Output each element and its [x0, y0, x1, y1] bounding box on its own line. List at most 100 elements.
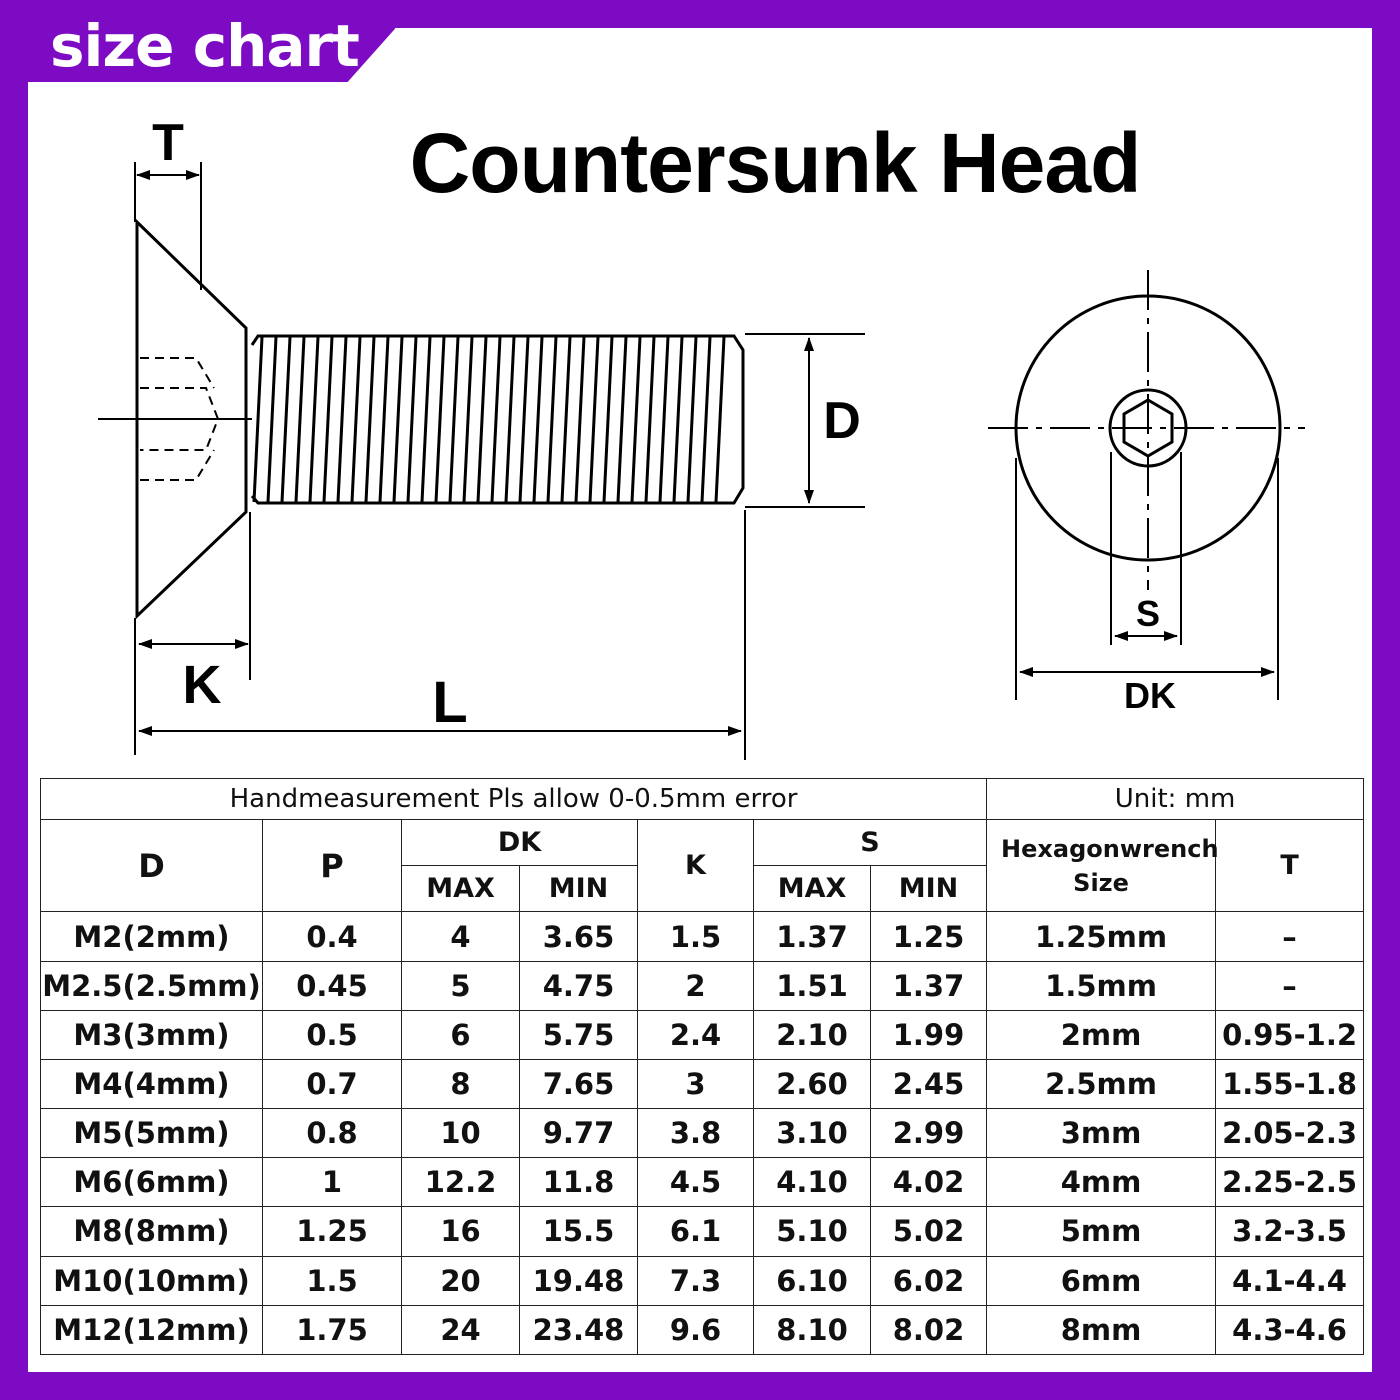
- cell-p: 1.75: [262, 1304, 402, 1356]
- label-k: K: [183, 655, 222, 715]
- cell-d: M2(2mm): [40, 911, 263, 962]
- cell-k: 7.3: [637, 1255, 754, 1306]
- cell-k: 3.8: [637, 1108, 754, 1159]
- cell-p: 0.5: [262, 1009, 402, 1060]
- cell-s-min: 1.99: [869, 1009, 988, 1060]
- cell-s-min: 2.45: [869, 1058, 988, 1110]
- socket-hidden-lines: [140, 357, 220, 481]
- cell-d: M4(4mm): [40, 1058, 263, 1110]
- cell-s-max: 2.60: [753, 1058, 871, 1110]
- cell-dk-max: 24: [401, 1304, 520, 1356]
- header-t: T: [1215, 819, 1365, 913]
- cell-t: 4.3-4.6: [1215, 1304, 1365, 1356]
- cell-hex-size: 3mm: [986, 1108, 1217, 1159]
- cell-s-min: 2.99: [869, 1108, 988, 1159]
- cell-dk-min: 5.75: [519, 1009, 638, 1060]
- cell-k: 3: [637, 1058, 754, 1110]
- cell-t: 2.25-2.5: [1215, 1157, 1365, 1208]
- cell-s-max: 4.10: [753, 1157, 871, 1208]
- cell-hex-size: 6mm: [986, 1255, 1217, 1306]
- cell-p: 0.8: [262, 1108, 402, 1159]
- cell-s-max: 3.10: [753, 1108, 871, 1159]
- cell-s-min: 6.02: [869, 1255, 988, 1306]
- unit-note: Unit: mm: [986, 777, 1365, 821]
- dim-t: [134, 162, 202, 290]
- cell-hex-size: 4mm: [986, 1157, 1217, 1208]
- cell-s-max: 1.51: [753, 960, 871, 1011]
- cell-dk-min: 11.8: [519, 1157, 638, 1208]
- cell-d: M8(8mm): [40, 1206, 263, 1257]
- cell-k: 9.6: [637, 1304, 754, 1356]
- header-k: K: [637, 819, 754, 913]
- cell-dk-max: 5: [401, 960, 520, 1011]
- cell-t: 1.55-1.8: [1215, 1058, 1365, 1110]
- cell-dk-max: 12.2: [401, 1157, 520, 1208]
- cell-t: 2.05-2.3: [1215, 1108, 1365, 1159]
- cell-k: 4.5: [637, 1157, 754, 1208]
- cell-hex-size: 2.5mm: [986, 1058, 1217, 1110]
- cell-t: –: [1215, 960, 1365, 1011]
- cell-s-max: 5.10: [753, 1206, 871, 1257]
- header-dk: DK: [401, 819, 638, 867]
- cell-d: M6(6mm): [40, 1157, 263, 1208]
- cell-t: 4.1-4.4: [1215, 1255, 1365, 1306]
- cell-d: M3(3mm): [40, 1009, 263, 1060]
- page-title: Countersunk Head: [409, 116, 1142, 210]
- cell-k: 6.1: [637, 1206, 754, 1257]
- cell-dk-min: 7.65: [519, 1058, 638, 1110]
- header-s-max: MAX: [753, 865, 871, 913]
- cell-dk-max: 20: [401, 1255, 520, 1306]
- cell-p: 1: [262, 1157, 402, 1208]
- cell-dk-max: 6: [401, 1009, 520, 1060]
- cell-t: 3.2-3.5: [1215, 1206, 1365, 1257]
- cell-s-max: 8.10: [753, 1304, 871, 1356]
- cell-dk-max: 8: [401, 1058, 520, 1110]
- cell-p: 0.4: [262, 911, 402, 962]
- label-s: S: [1136, 593, 1160, 634]
- cell-dk-min: 3.65: [519, 911, 638, 962]
- dim-dk: [1015, 458, 1279, 700]
- cell-p: 0.45: [262, 960, 402, 1011]
- thread-lines: [252, 336, 726, 503]
- measurement-note: Handmeasurement Pls allow 0-0.5mm error: [39, 777, 988, 821]
- screw-head-side-view: [135, 218, 248, 620]
- header-dk-min: MIN: [519, 865, 638, 913]
- thread-body: [250, 334, 745, 505]
- cell-d: M5(5mm): [40, 1108, 263, 1159]
- cell-s-min: 1.25: [869, 911, 988, 962]
- label-d: D: [823, 392, 861, 450]
- dim-k: [134, 512, 251, 755]
- cell-dk-min: 19.48: [519, 1255, 638, 1306]
- cell-t: –: [1215, 911, 1365, 962]
- cell-s-max: 6.10: [753, 1255, 871, 1306]
- cell-k: 2: [637, 960, 754, 1011]
- cell-s-max: 1.37: [753, 911, 871, 962]
- cell-p: 1.5: [262, 1255, 402, 1306]
- cell-hex-size: 2mm: [986, 1009, 1217, 1060]
- size-chart-tab: size chart: [0, 0, 395, 82]
- header-d: D: [40, 819, 263, 913]
- screw-head-top-view: [988, 270, 1305, 590]
- cell-dk-max: 10: [401, 1108, 520, 1159]
- header-dk-max: MAX: [401, 865, 520, 913]
- cell-dk-min: 4.75: [519, 960, 638, 1011]
- cell-s-min: 4.02: [869, 1157, 988, 1208]
- label-l: L: [432, 670, 467, 735]
- cell-hex-size: 1.25mm: [986, 911, 1217, 962]
- cell-dk-max: 16: [401, 1206, 520, 1257]
- cell-d: M10(10mm): [40, 1255, 263, 1306]
- cell-p: 0.7: [262, 1058, 402, 1110]
- header-s-min: MIN: [869, 865, 988, 913]
- header-p: P: [262, 819, 402, 913]
- cell-d: M12(12mm): [40, 1304, 263, 1356]
- dim-d: [745, 333, 865, 508]
- cell-hex-size: 8mm: [986, 1304, 1217, 1356]
